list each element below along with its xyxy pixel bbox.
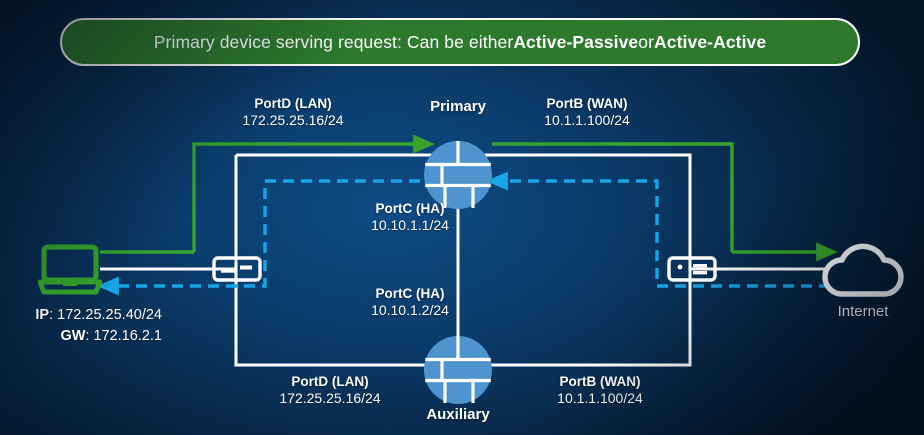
label-primary-lan-address: 172.25.25.16/24 xyxy=(242,112,344,129)
auxiliary-device-icon[interactable] xyxy=(423,335,493,410)
auxiliary-device-label: Auxiliary xyxy=(426,406,490,423)
primary-device-label: Primary xyxy=(430,98,486,115)
label-auxiliary-wan-port: PortB (WAN) xyxy=(559,374,641,389)
status-banner: Primary device serving request: Can be e… xyxy=(60,18,860,66)
client-gw-key: GW xyxy=(60,328,86,345)
switch-left-icon[interactable] xyxy=(212,256,262,287)
label-primary-ha-address: 10.10.1.1/24 xyxy=(371,217,449,234)
label-auxiliary-lan: PortD (LAN) 172.25.25.16/24 xyxy=(235,374,425,408)
internet-cloud-icon[interactable] xyxy=(822,240,904,307)
label-primary-ha-port: PortC (HA) xyxy=(375,201,445,216)
banner-text-pre: Primary device serving request: Can be e… xyxy=(153,31,514,52)
label-primary-wan: PortB (WAN) 10.1.1.100/24 xyxy=(492,96,682,130)
banner-emphasis-active-passive: Active-Passive xyxy=(513,31,639,52)
blue-response-path xyxy=(97,171,830,296)
label-auxiliary-ha-port: PortC (HA) xyxy=(375,286,445,301)
client-ip-value: : 172.25.25.40/24 xyxy=(49,307,162,323)
label-primary-lan-port: PortD (LAN) xyxy=(254,96,332,111)
label-primary-wan-port: PortB (WAN) xyxy=(546,96,628,111)
label-auxiliary-lan-address: 172.25.25.16/24 xyxy=(279,390,381,407)
client-gw-line: GW: 172.16.2.1 xyxy=(0,326,162,347)
green-request-path xyxy=(100,134,838,262)
label-auxiliary-wan: PortB (WAN) 10.1.1.100/24 xyxy=(505,374,695,408)
label-auxiliary-ha: PortC (HA) 10.10.1.2/24 xyxy=(315,286,505,320)
label-primary-ha: PortC (HA) 10.10.1.1/24 xyxy=(315,201,505,235)
banner-emphasis-active-active: Active-Active xyxy=(654,31,767,52)
label-auxiliary-ha-address: 10.10.1.2/24 xyxy=(371,302,449,319)
primary-device-icon[interactable] xyxy=(423,140,493,215)
client-ip-key: IP xyxy=(35,307,50,323)
label-auxiliary-lan-port: PortD (LAN) xyxy=(291,374,369,389)
label-auxiliary-wan-address: 10.1.1.100/24 xyxy=(557,390,643,407)
banner-text-mid: or xyxy=(638,31,655,52)
label-primary-lan: PortD (LAN) 172.25.25.16/24 xyxy=(198,96,388,130)
label-primary-wan-address: 10.1.1.100/24 xyxy=(544,112,630,129)
client-address-info: IP: 172.25.25.40/24 GW: 172.16.2.1 xyxy=(0,305,162,347)
internet-label: Internet xyxy=(837,303,889,320)
switch-right-icon[interactable] xyxy=(667,256,717,287)
client-ip-line: IP: 172.25.25.40/24 xyxy=(0,305,162,326)
client-laptop-icon[interactable] xyxy=(37,244,103,301)
client-gw-value: : 172.16.2.1 xyxy=(85,328,162,345)
